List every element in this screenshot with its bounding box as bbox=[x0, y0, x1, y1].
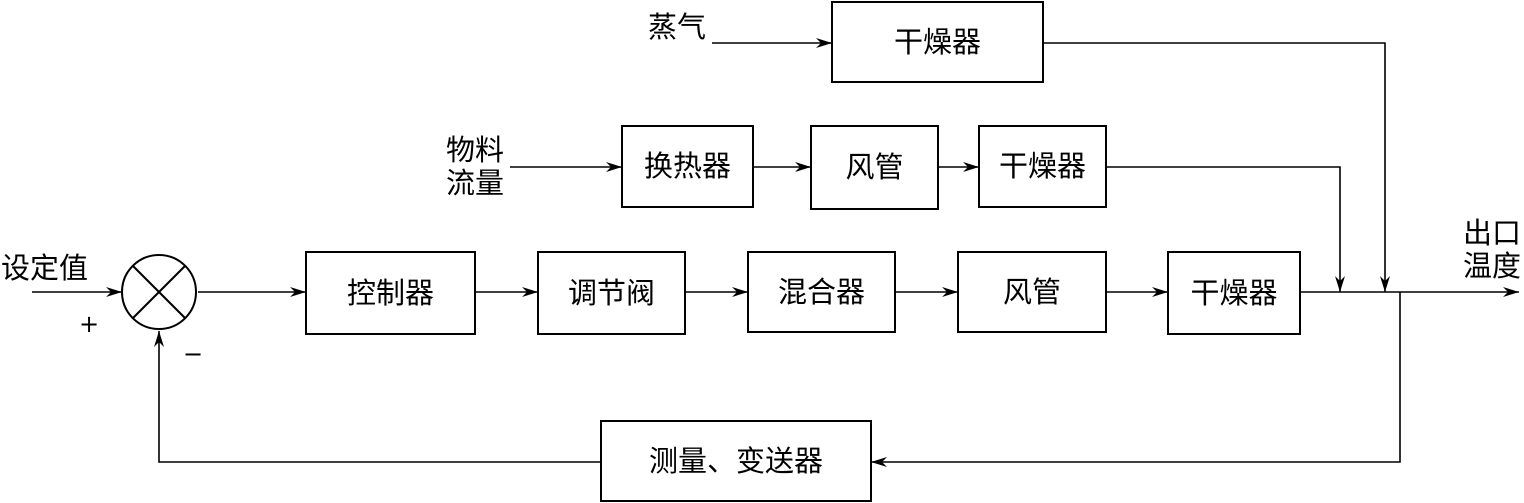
material-flow-label-line1: 物料 bbox=[446, 133, 504, 167]
main-dryer-label: 干燥器 bbox=[1190, 276, 1277, 310]
steam-dryer-label: 干燥器 bbox=[894, 25, 981, 59]
plus-sign: + bbox=[79, 310, 99, 338]
material-duct-label: 风管 bbox=[845, 150, 903, 184]
output-label-line2: 温度 bbox=[1463, 249, 1521, 283]
main-duct-label: 风管 bbox=[1003, 275, 1061, 309]
minus-sign: − bbox=[183, 340, 203, 368]
transmitter-label: 测量、变送器 bbox=[649, 444, 823, 478]
steam-dryer-output-arrow bbox=[1043, 42, 1390, 292]
valve-label: 调节阀 bbox=[568, 276, 655, 310]
steam-input-label: 蒸气 bbox=[648, 10, 706, 44]
material-dryer-output-arrow bbox=[1106, 166, 1345, 292]
valve-block bbox=[537, 251, 686, 335]
heat-exchanger-label: 换热器 bbox=[644, 149, 731, 183]
controller-block bbox=[305, 251, 476, 335]
feedback-to-transmitter-arrow bbox=[871, 292, 1401, 467]
transmitter-block bbox=[600, 420, 872, 502]
feedback-to-junction-arrow bbox=[154, 331, 601, 463]
main-dryer-block bbox=[1167, 251, 1301, 335]
main-duct-block bbox=[957, 251, 1107, 333]
material-dryer-label: 干燥器 bbox=[999, 149, 1086, 183]
summing-junction bbox=[121, 254, 197, 330]
mixer-block bbox=[747, 251, 896, 333]
mixer-label: 混合器 bbox=[778, 275, 865, 309]
material-flow-label-line2: 流量 bbox=[446, 166, 504, 200]
setpoint-label: 设定值 bbox=[1, 251, 88, 285]
output-label-line1: 出口 bbox=[1463, 216, 1521, 250]
material-dryer-block bbox=[978, 125, 1107, 208]
controller-label: 控制器 bbox=[347, 276, 434, 310]
steam-dryer-block bbox=[831, 1, 1044, 83]
material-duct-block bbox=[810, 125, 939, 210]
heat-exchanger-block bbox=[621, 125, 754, 208]
